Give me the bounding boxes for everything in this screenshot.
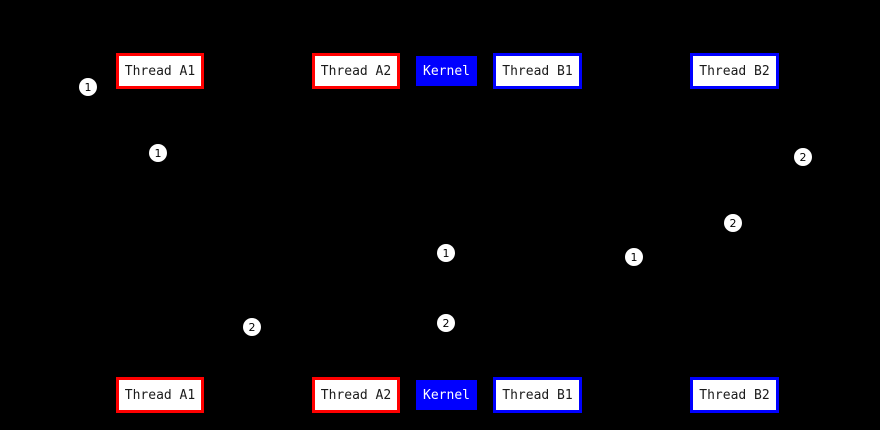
step-badge[interactable]: 1 bbox=[437, 244, 455, 262]
participant-box-thread-b2-bottom[interactable]: Thread B2 bbox=[690, 377, 779, 413]
step-badge[interactable]: 1 bbox=[149, 144, 167, 162]
participant-label: Thread A2 bbox=[320, 387, 392, 403]
step-badge-label: 1 bbox=[630, 250, 638, 264]
step-badge-label: 1 bbox=[84, 80, 92, 94]
participant-box-thread-b1-bottom[interactable]: Thread B1 bbox=[493, 377, 582, 413]
participant-label: Thread B1 bbox=[502, 387, 573, 403]
lifeline-thread-a1 bbox=[160, 89, 161, 377]
step-badge[interactable]: 1 bbox=[79, 78, 97, 96]
participant-label: Thread A1 bbox=[124, 387, 196, 403]
lifeline-thread-b1 bbox=[537, 89, 538, 377]
message-arrow-1 bbox=[160, 120, 356, 121]
message-arrow-4 bbox=[537, 290, 734, 291]
participant-box-thread-b1-top[interactable]: Thread B1 bbox=[493, 53, 582, 89]
participant-label: Thread A2 bbox=[320, 63, 392, 79]
lifeline-thread-b2 bbox=[734, 89, 735, 377]
participant-label: Thread B1 bbox=[502, 63, 573, 79]
step-badge-label: 2 bbox=[729, 216, 737, 230]
step-badge[interactable]: 1 bbox=[625, 248, 643, 266]
step-badge-label: 1 bbox=[154, 146, 162, 160]
participant-box-thread-a2-top[interactable]: Thread A2 bbox=[312, 53, 400, 89]
step-badge[interactable]: 2 bbox=[437, 314, 455, 332]
participant-label: Thread B2 bbox=[699, 387, 770, 403]
participant-label: Thread A1 bbox=[124, 63, 196, 79]
participant-box-thread-a1-bottom[interactable]: Thread A1 bbox=[116, 377, 204, 413]
participant-label: Kernel bbox=[423, 63, 470, 79]
participant-label: Thread B2 bbox=[699, 63, 770, 79]
step-badge-label: 2 bbox=[799, 150, 807, 164]
step-badge-label: 2 bbox=[442, 316, 450, 330]
step-badge[interactable]: 2 bbox=[724, 214, 742, 232]
step-badge[interactable]: 2 bbox=[794, 148, 812, 166]
step-badge[interactable]: 2 bbox=[243, 318, 261, 336]
message-arrow-3 bbox=[446, 220, 734, 221]
step-badge-label: 2 bbox=[248, 320, 256, 334]
participant-box-thread-a1-top[interactable]: Thread A1 bbox=[116, 53, 204, 89]
message-arrow-2 bbox=[160, 186, 446, 187]
message-arrow-5 bbox=[160, 356, 356, 357]
lifeline-thread-a2 bbox=[356, 89, 357, 377]
step-badge-label: 1 bbox=[442, 246, 450, 260]
participant-box-kernel-top[interactable]: Kernel bbox=[416, 56, 477, 86]
lifeline-kernel bbox=[446, 86, 447, 380]
participant-box-thread-b2-top[interactable]: Thread B2 bbox=[690, 53, 779, 89]
participant-box-kernel-bottom[interactable]: Kernel bbox=[416, 380, 477, 410]
participant-box-thread-a2-bottom[interactable]: Thread A2 bbox=[312, 377, 400, 413]
participant-label: Kernel bbox=[423, 387, 470, 403]
